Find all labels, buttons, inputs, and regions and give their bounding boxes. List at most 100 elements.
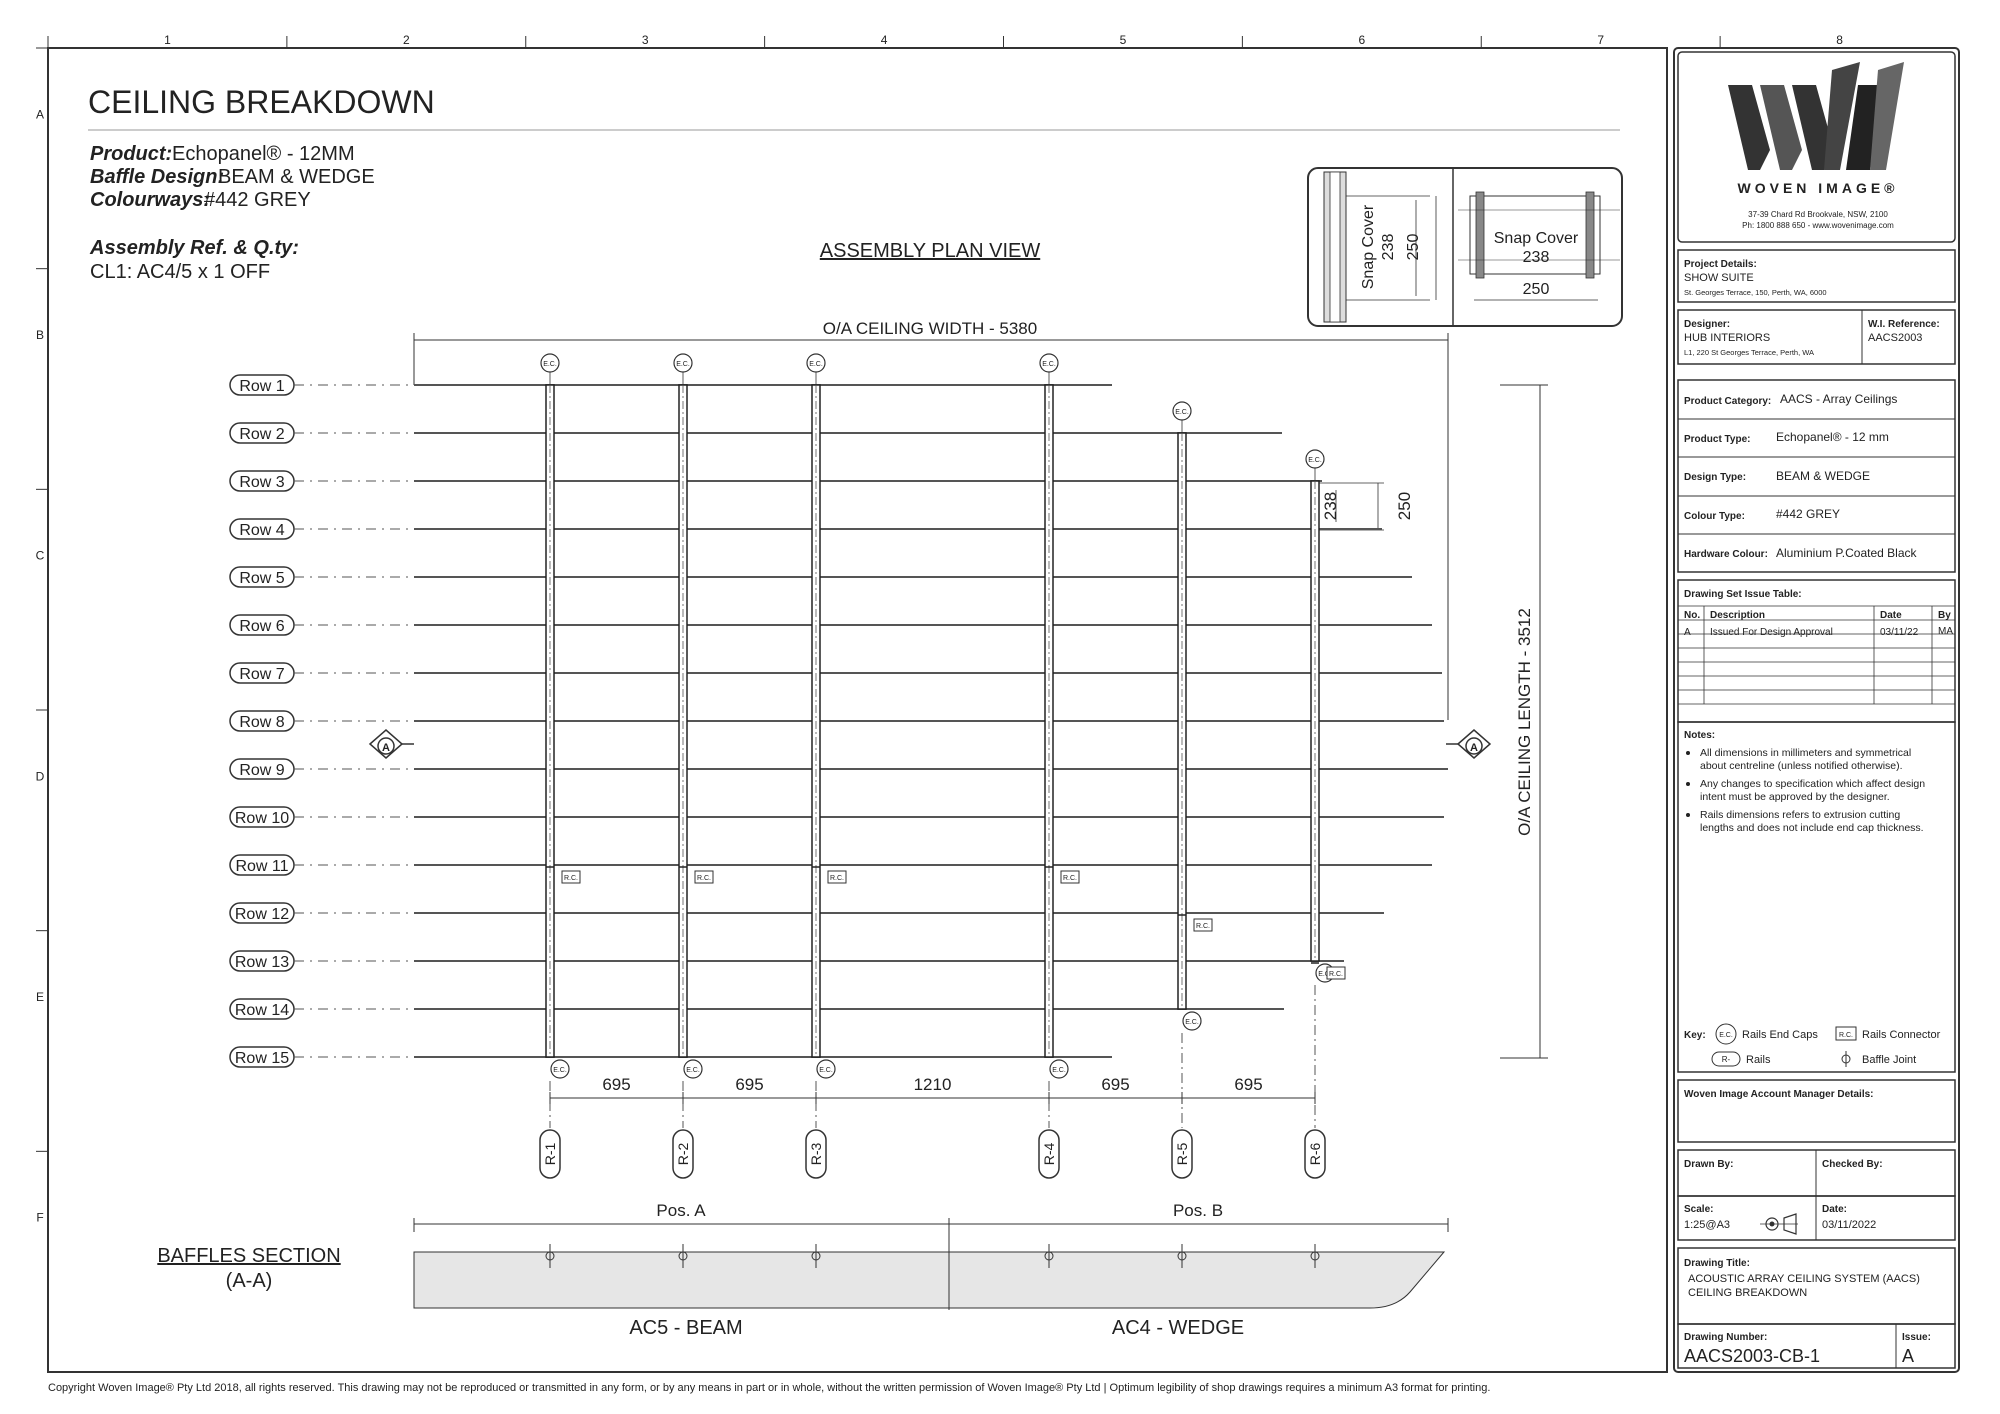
- row-label: Row 7: [239, 666, 284, 683]
- end-cap-icon: [1049, 1059, 1069, 1079]
- baffle-value: BEAM & WEDGE: [218, 166, 375, 188]
- key-rc-tag: R.C.: [1839, 1032, 1853, 1039]
- note-bullet: [1686, 813, 1690, 817]
- row-label: Row 6: [239, 618, 284, 635]
- note-bullet: [1686, 782, 1690, 786]
- detail-side-238: 238: [1380, 234, 1397, 261]
- row-tag: Row 9: [229, 758, 295, 780]
- rail: E.C.E.C.R.C.R-5: [1171, 401, 1213, 1179]
- colour-label: Colour Type:: [1684, 511, 1745, 522]
- scale-label: Scale:: [1684, 1204, 1713, 1215]
- grid-column-label: 6: [1358, 33, 1365, 47]
- row-tag: Row 6: [229, 614, 295, 636]
- account-label: Woven Image Account Manager Details:: [1684, 1089, 1874, 1100]
- detail-side-250: 250: [1405, 234, 1422, 261]
- row-label: Row 8: [239, 714, 284, 731]
- grid-column-label: 8: [1836, 33, 1843, 47]
- grid-column-label: 4: [881, 33, 888, 47]
- date-label: Date:: [1822, 1204, 1847, 1215]
- svg-text:R.C.: R.C.: [564, 875, 578, 882]
- projection-symbol-icon: [1760, 1213, 1798, 1235]
- issue-table-label: Drawing Set Issue Table:: [1684, 589, 1802, 600]
- key-joint-text: Baffle Joint: [1862, 1054, 1916, 1066]
- svg-text:E.C.: E.C.: [676, 361, 690, 368]
- svg-text:R.C.: R.C.: [697, 875, 711, 882]
- issue-header-desc: Description: [1710, 610, 1765, 621]
- row-tag: Row 10: [229, 806, 295, 828]
- plan-title: ASSEMBLY PLAN VIEW: [820, 240, 1041, 262]
- rail: E.C.E.C.R.C.R-4: [1038, 353, 1080, 1179]
- spacing-label: 695: [1101, 1075, 1129, 1094]
- grid-row-label: D: [36, 769, 45, 783]
- scale-value: 1:25@A3: [1684, 1219, 1730, 1231]
- row-tag: Row 8: [229, 710, 295, 732]
- colourways-value: #442 GREY: [204, 189, 311, 211]
- product-label: Product:: [90, 143, 172, 165]
- section-subtitle: (A-A): [226, 1270, 273, 1292]
- row-label: Row 1: [239, 378, 284, 395]
- row-label: Row 3: [239, 474, 284, 491]
- note-text: Any changes to specification which affec…: [1700, 778, 1925, 790]
- length-dimension: O/A CEILING LENGTH - 3512: [1500, 384, 1548, 1059]
- row-tag: Row 15: [229, 1046, 295, 1068]
- rail-label: R-3: [808, 1143, 824, 1166]
- rail-tag: R-6: [1304, 1129, 1326, 1179]
- baffle-joint-icon: [1841, 1051, 1851, 1067]
- row-label: Row 4: [239, 522, 284, 539]
- spacing-label: 695: [602, 1075, 630, 1094]
- issue-row-no: A: [1684, 627, 1691, 638]
- rail: E.C.E.C.R.C.R-6: [1304, 449, 1346, 1179]
- category-value: AACS - Array Ceilings: [1780, 392, 1897, 406]
- rail-label: R-4: [1041, 1143, 1057, 1166]
- brand-name: WOVEN IMAGE®: [1738, 180, 1899, 196]
- svg-text:E.C.: E.C.: [1308, 457, 1322, 464]
- svg-text:E.C.: E.C.: [819, 1067, 833, 1074]
- rails-connector-icon: [1060, 870, 1080, 884]
- type-value: Echopanel® - 12 mm: [1776, 430, 1889, 444]
- beam-label: AC5 - BEAM: [629, 1317, 742, 1339]
- designer-name: HUB INTERIORS: [1684, 332, 1770, 344]
- row-tag: Row 13: [229, 950, 295, 972]
- issue-label: Issue:: [1902, 1332, 1931, 1343]
- row-label: Row 14: [235, 1002, 289, 1019]
- issue-row-by: MA: [1938, 626, 1953, 637]
- pos-a-label: Pos. A: [656, 1201, 706, 1220]
- issue-header-by: By: [1938, 610, 1951, 621]
- drawn-label: Drawn By:: [1684, 1159, 1733, 1170]
- note-text: All dimensions in millimeters and symmet…: [1700, 747, 1911, 759]
- row-label: Row 11: [235, 858, 288, 875]
- row-tag: Row 12: [229, 902, 295, 924]
- row-tag: Row 11: [229, 854, 295, 876]
- hardware-label: Hardware Colour:: [1684, 549, 1768, 560]
- baffle-label: Baffle Design:: [90, 166, 224, 188]
- svg-text:E.C.: E.C.: [809, 361, 823, 368]
- rail-label: R-6: [1307, 1143, 1323, 1166]
- rails-connector-icon: [1193, 918, 1213, 932]
- grid-row-label: F: [36, 1211, 43, 1225]
- snap-cover-detail: Snap Cover 238 250 Snap Cover 238 250: [1307, 167, 1623, 327]
- detail-front-238: 238: [1523, 249, 1550, 266]
- rail: E.C.E.C.R.C.R-1: [539, 353, 581, 1179]
- row-tag: Row 2: [229, 422, 295, 444]
- design-label: Design Type:: [1684, 472, 1746, 483]
- drawing-title-line1: ACOUSTIC ARRAY CEILING SYSTEM (AACS): [1688, 1273, 1920, 1285]
- svg-text:E.C.: E.C.: [553, 1067, 567, 1074]
- svg-text:E.C.: E.C.: [1175, 409, 1189, 416]
- row-label: Row 5: [239, 570, 284, 587]
- row-label: Row 2: [239, 426, 284, 443]
- assembly-value: CL1: AC4/5 x 1 OFF: [90, 261, 270, 283]
- row-tag: Row 5: [229, 566, 295, 588]
- issue-row-date: 03/11/22: [1880, 627, 1919, 638]
- rails-connector-icon: [561, 870, 581, 884]
- grid-row-label: E: [36, 990, 44, 1004]
- note-text: about centreline (unless notified otherw…: [1700, 760, 1903, 772]
- note-text: Rails dimensions refers to extrusion cut…: [1700, 809, 1900, 821]
- rail-tag: R-1: [539, 1129, 561, 1179]
- brand-address: 37-39 Chard Rd Brookvale, NSW, 2100: [1748, 210, 1888, 219]
- designer-address: L1, 220 St Georges Terrace, Perth, WA: [1684, 348, 1814, 357]
- hardware-value: Aluminium P.Coated Black: [1776, 546, 1918, 560]
- rails-connector-icon: [827, 870, 847, 884]
- reference-label: W.I. Reference:: [1868, 319, 1940, 330]
- svg-text:R.C.: R.C.: [830, 875, 844, 882]
